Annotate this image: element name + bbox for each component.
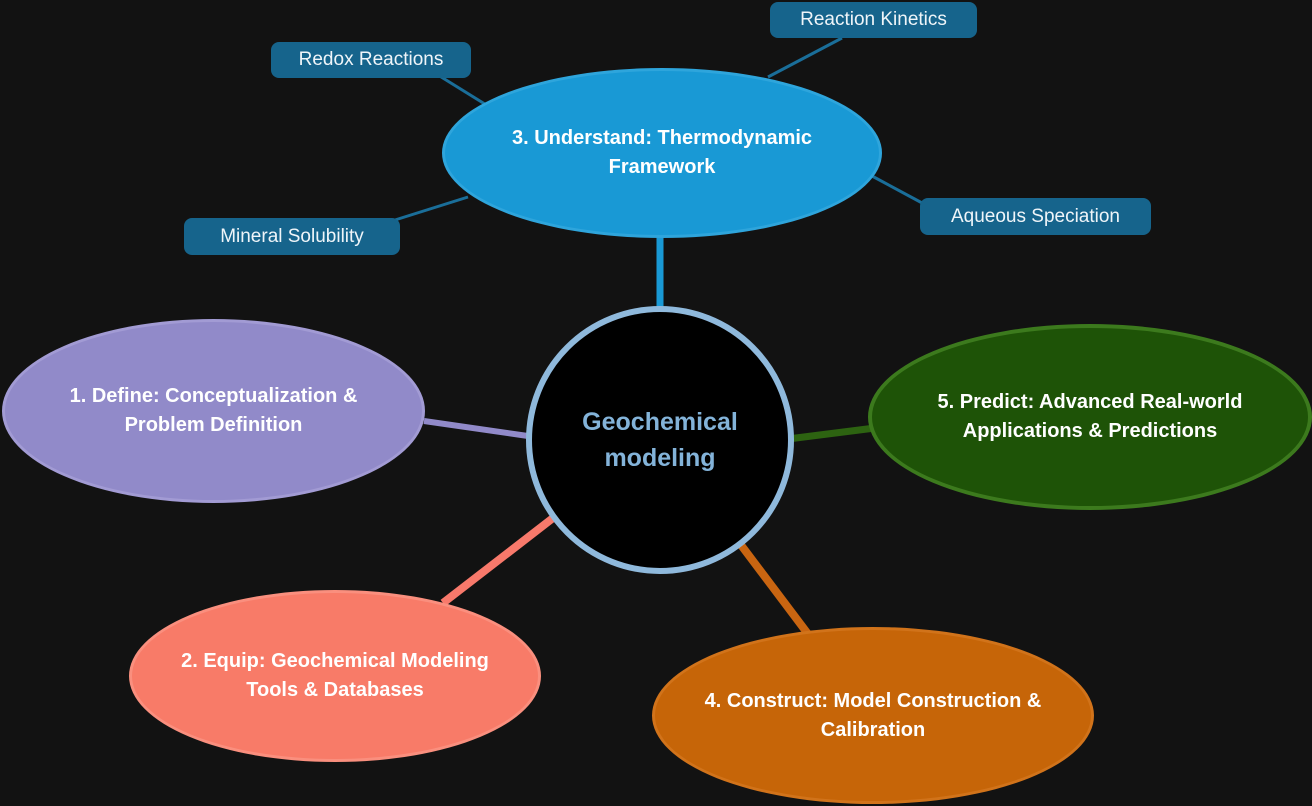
node-construct[interactable]: 4. Construct: Model Construction & Calib… (652, 627, 1094, 804)
edge-center-define (423, 418, 536, 440)
edge-center-equip (440, 514, 556, 607)
node-understand[interactable]: 3. Understand: Thermodynamic Framework (442, 68, 882, 238)
edge-center-predict (787, 424, 876, 443)
subtopic-reaction-kinetics-label: Reaction Kinetics (800, 9, 947, 30)
subtopic-redox-reactions-label: Redox Reactions (298, 49, 444, 70)
subtopic-aqueous-speciation[interactable]: Aqueous Speciation (920, 198, 1151, 235)
node-understand-label: 3. Understand: Thermodynamic Framework (511, 127, 813, 178)
central-node-label: Geochemical modeling (582, 408, 738, 472)
subtopic-mineral-solubility-label: Mineral Solubility (220, 225, 364, 247)
subtopic-reaction-kinetics[interactable]: Reaction Kinetics (770, 2, 977, 38)
node-equip[interactable]: 2. Equip: Geochemical Modeling Tools & D… (129, 590, 541, 762)
subtopic-mineral-solubility[interactable]: Mineral Solubility (184, 218, 400, 255)
node-construct-label: 4. Construct: Model Construction & Calib… (704, 689, 1042, 741)
edge-center-construct (737, 542, 812, 637)
node-predict[interactable]: 5. Predict: Advanced Real-world Applicat… (868, 324, 1312, 510)
node-define[interactable]: 1. Define: Conceptualization & Problem D… (2, 319, 425, 503)
node-define-label: 1. Define: Conceptualization & Problem D… (69, 385, 358, 436)
subtopic-redox-reactions[interactable]: Redox Reactions (271, 42, 471, 78)
node-predict-label: 5. Predict: Advanced Real-world Applicat… (937, 391, 1243, 442)
edge-understand-redox-reactions (437, 73, 489, 108)
edge-understand-reaction-kinetics (767, 36, 843, 79)
edge-understand-aqueous-speciation (871, 174, 925, 206)
subtopic-aqueous-speciation-label: Aqueous Speciation (950, 205, 1120, 227)
central-node-geochemical-modeling[interactable]: Geochemical modeling (526, 306, 794, 574)
edge-understand-mineral-solubility (394, 195, 469, 222)
node-equip-label: 2. Equip: Geochemical Modeling Tools & D… (181, 650, 489, 701)
